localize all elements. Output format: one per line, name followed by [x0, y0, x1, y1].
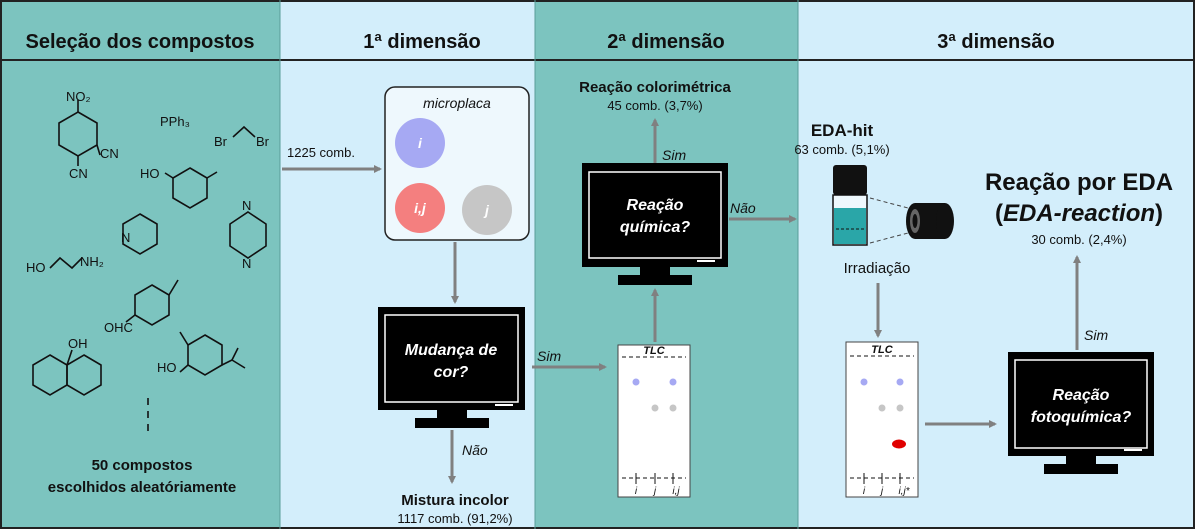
- tlc2-spot-j: [651, 404, 659, 412]
- light-source-icon: [869, 197, 954, 244]
- header-dim1: 1ª dimensão: [363, 31, 480, 53]
- monitor-color-change: [378, 307, 525, 428]
- label-pph3: PPh₃: [160, 114, 190, 129]
- tlc3-lane-ij: i,j*: [898, 486, 910, 497]
- colorimetric-count: 45 comb. (3,7%): [607, 98, 702, 113]
- well-ij: [395, 183, 445, 233]
- label-n-pyridine: N: [121, 230, 130, 245]
- monitor3-line1: Reação: [1053, 387, 1110, 404]
- label-oh-naphthol: OH: [68, 336, 88, 351]
- label-br1: Br: [214, 134, 228, 149]
- sim-label-dim3: Sim: [1084, 327, 1108, 343]
- eda-hit-count: 63 comb. (5,1%): [794, 142, 889, 157]
- tlc2-lane-ij: i,j: [672, 486, 680, 497]
- label-ohc: OHC: [104, 320, 133, 335]
- no-label-dim2: Não: [730, 200, 756, 216]
- monitor-chemical-reaction: [582, 163, 728, 285]
- label-ho1: HO: [140, 166, 160, 181]
- label-cn2: CN: [69, 166, 88, 181]
- tlc2-spot-ij-2: [669, 404, 677, 412]
- eda-reaction-close: ): [1155, 200, 1163, 227]
- column-dim1-bg: [280, 0, 535, 529]
- compounds-footer-line2: escolhidos aleatóriamente: [48, 479, 236, 496]
- tlc3-spot-ij-1: [896, 378, 904, 386]
- tlc2-lane-j: j: [652, 486, 657, 497]
- no-label-dim1: Não: [462, 442, 488, 458]
- tlc2-lane-i: i: [635, 486, 638, 497]
- header-selection: Seleção dos compostos: [26, 31, 255, 53]
- label-ho3: HO: [157, 360, 177, 375]
- eda-reaction-line1: Reação por EDA: [985, 169, 1173, 196]
- irradiation-label: Irradiação: [844, 260, 911, 277]
- label-no2: NO₂: [66, 89, 91, 104]
- tlc3-spot-j: [878, 404, 886, 412]
- tlc2-spot-i: [632, 378, 640, 386]
- label-nh2: NH₂: [80, 254, 104, 269]
- well-j: [462, 185, 512, 235]
- tlc3-spot-ij-2: [896, 404, 904, 412]
- label-ho2: HO: [26, 260, 46, 275]
- microplate-title: microplaca: [423, 95, 491, 111]
- tlc2-spot-ij-1: [669, 378, 677, 386]
- monitor1-line2: cor?: [434, 364, 469, 381]
- eda-reaction-line2: (EDA-reaction): [995, 200, 1163, 227]
- well-i: [395, 118, 445, 168]
- colorless-count: 1117 comb. (91,2%): [397, 511, 512, 526]
- well-i-label: i: [418, 135, 423, 151]
- eda-reaction-count: 30 comb. (2,4%): [1031, 232, 1126, 247]
- label-n-piperazine2: N: [242, 256, 251, 271]
- tlc-plate-dim2: [617, 344, 691, 498]
- compounds-footer-line1: 50 compostos: [92, 457, 193, 474]
- vial-icon: [832, 165, 868, 246]
- well-j-label: j: [483, 202, 490, 218]
- colorless-title: Mistura incolor: [401, 492, 509, 509]
- tlc3-lane-i: i: [863, 486, 866, 497]
- tlc2-title: TLC: [643, 345, 665, 357]
- tlc-plate-dim3: [845, 341, 919, 498]
- label-br2: Br: [256, 134, 270, 149]
- colorimetric-title: Reação colorimétrica: [579, 79, 731, 96]
- tlc3-spot-new-red: [892, 439, 906, 449]
- header-dim3: 3ª dimensão: [937, 31, 1054, 53]
- sim-label-dim1: Sim: [537, 348, 561, 364]
- eda-hit-title: EDA-hit: [811, 121, 874, 140]
- column-selection-bg: [0, 0, 280, 529]
- combos-label: 1225 comb.: [287, 145, 355, 160]
- monitor2-line2: química?: [620, 219, 690, 236]
- monitor-photochemical: [1008, 352, 1154, 474]
- monitor3-line2: fotoquímica?: [1031, 409, 1132, 426]
- sim-label-dim2: Sim: [662, 147, 686, 163]
- compound-structures: [32, 100, 267, 396]
- header-dim2: 2ª dimensão: [607, 31, 724, 53]
- monitor2-line1: Reação: [627, 197, 684, 214]
- tlc3-spot-i: [860, 378, 868, 386]
- eda-reaction-italic: EDA-reaction: [1003, 200, 1155, 227]
- eda-reaction-open: (: [995, 200, 1003, 227]
- monitor1-line1: Mudança de: [405, 342, 498, 359]
- tlc3-title: TLC: [871, 344, 893, 356]
- tlc3-lane-j: j: [879, 486, 884, 497]
- well-ij-label: i,j: [414, 200, 427, 216]
- label-n-piperazine1: N: [242, 198, 251, 213]
- label-cn1: CN: [100, 146, 119, 161]
